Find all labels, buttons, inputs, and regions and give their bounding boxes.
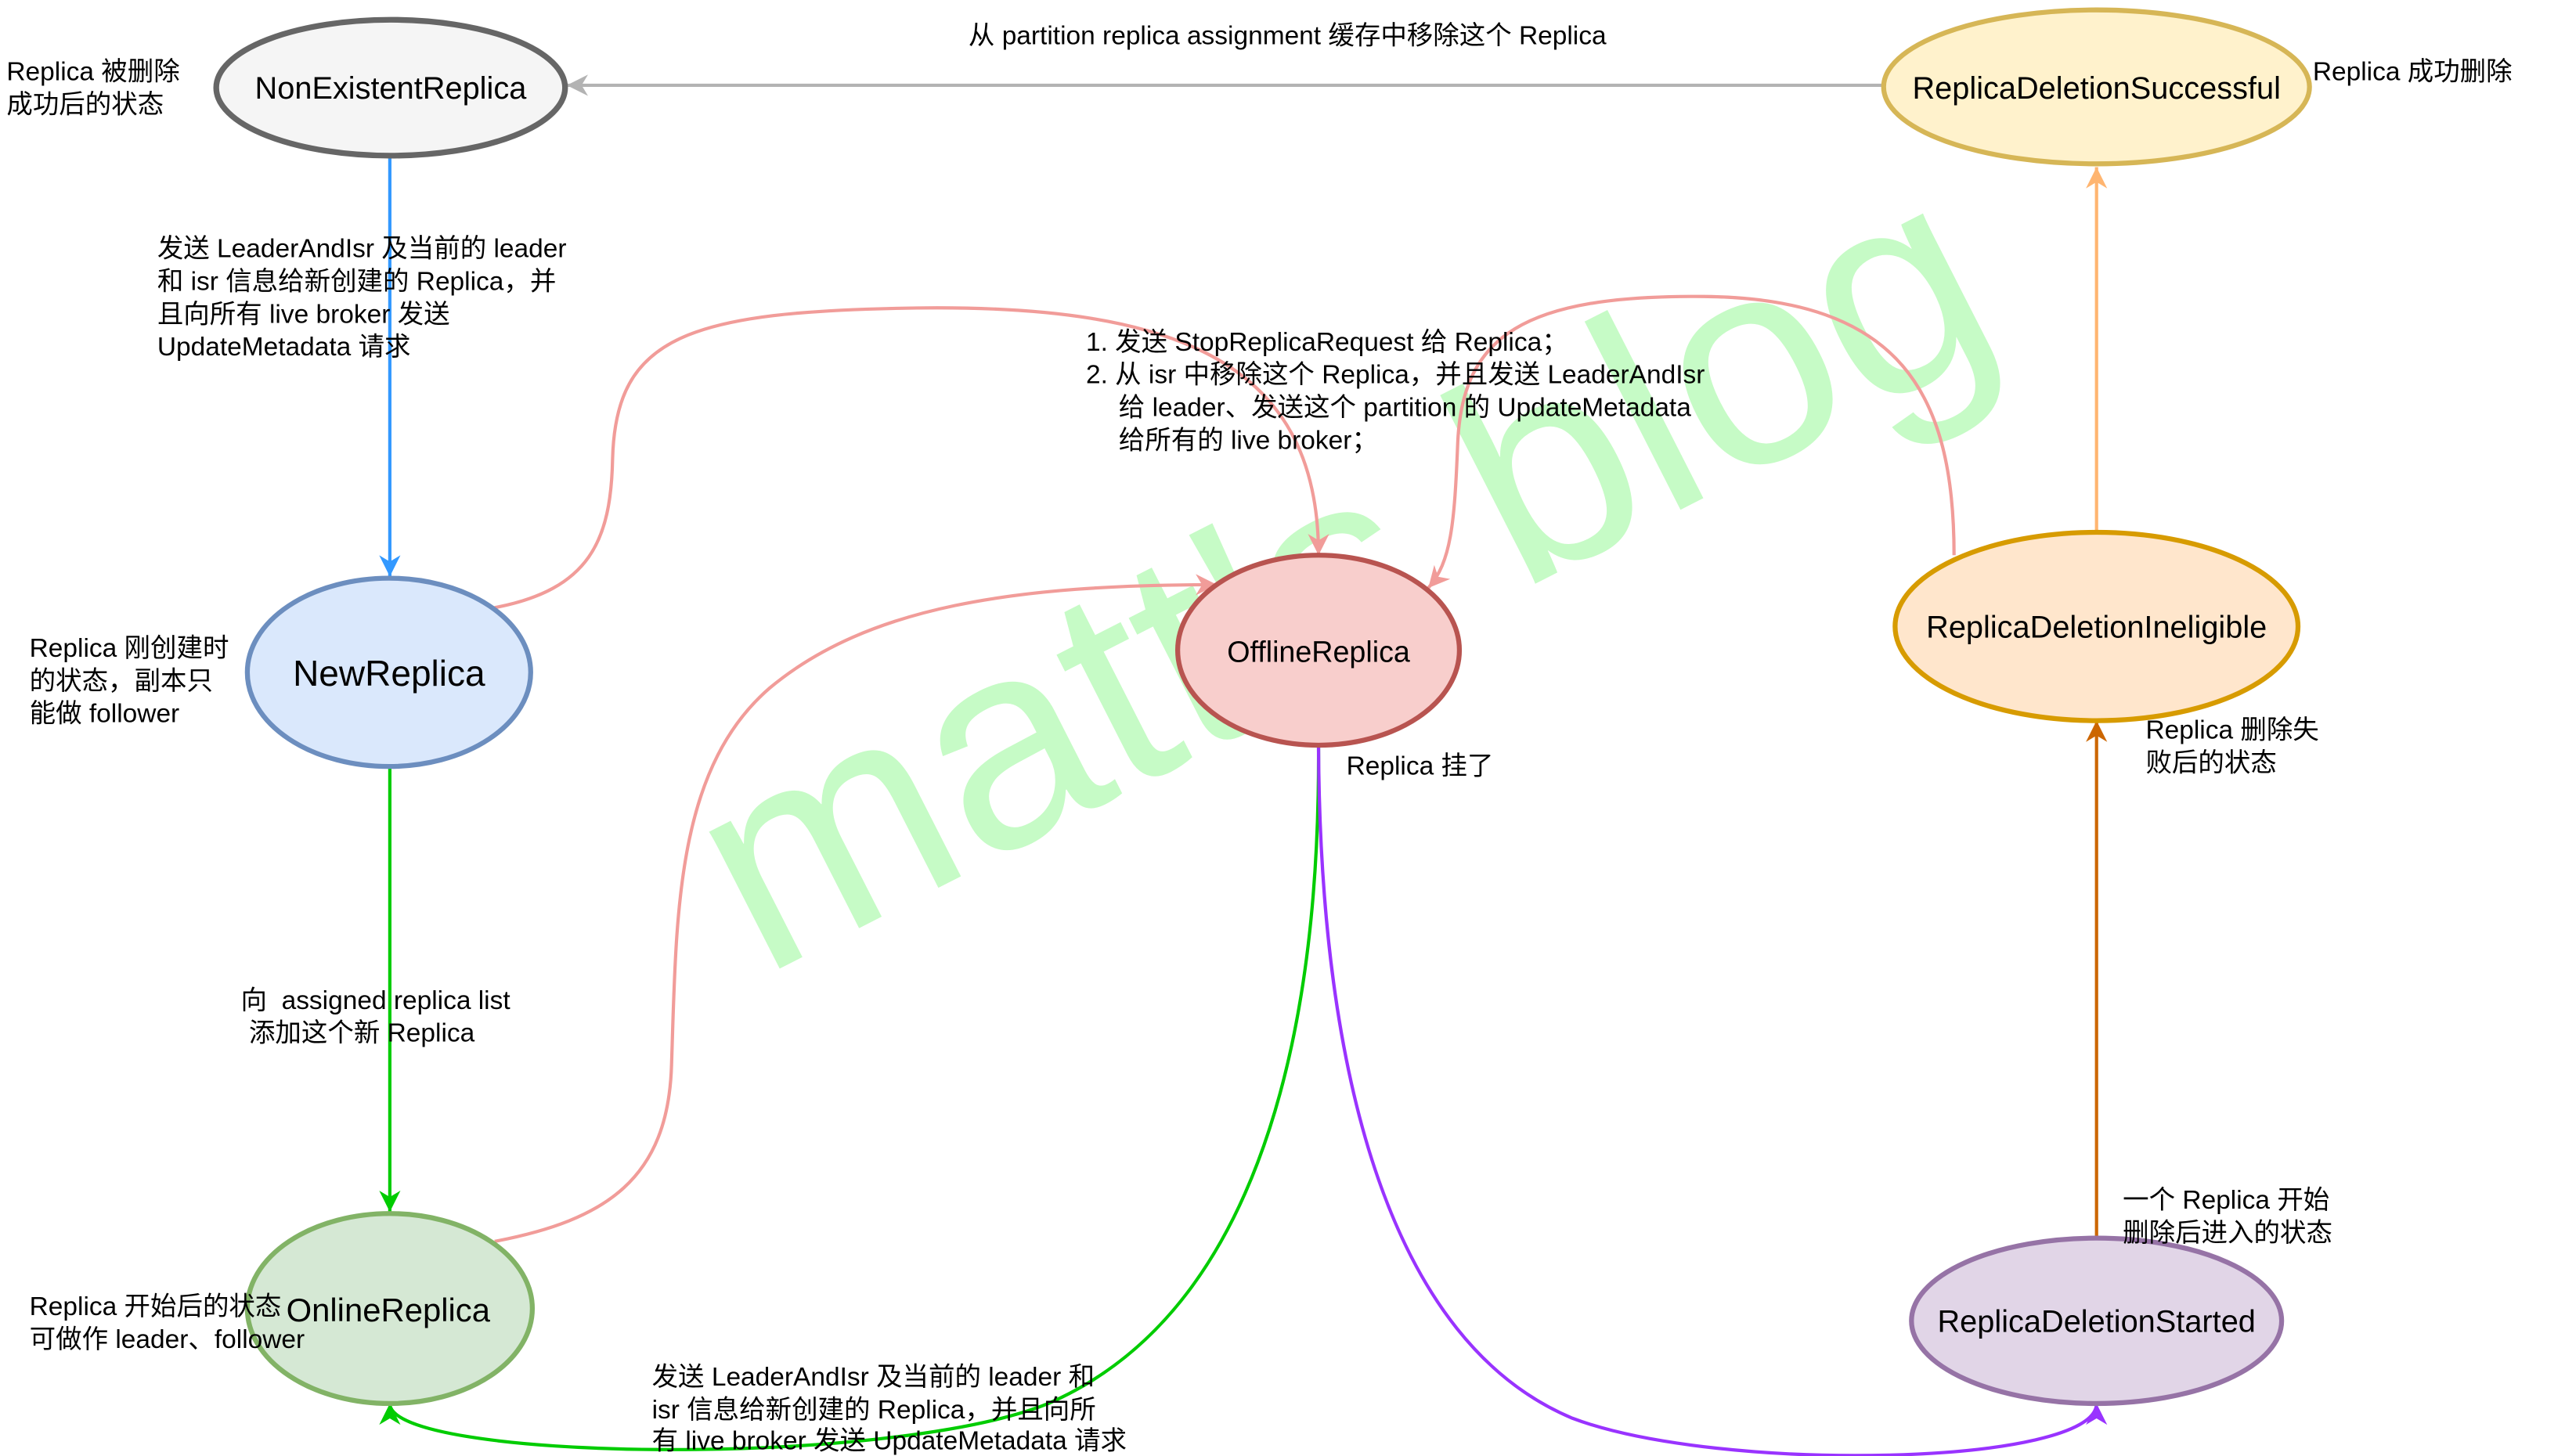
note-new-line: Replica 刚创建时 bbox=[30, 634, 229, 663]
note-to-offline-line: 1. 发送 StopReplicaRequest 给 Replica； bbox=[1086, 328, 1568, 357]
node-nonexistent-replica-shape bbox=[213, 16, 568, 159]
node-offline-replica-label: OfflineReplica bbox=[1227, 636, 1410, 669]
note-nonexistent-line: Replica 被删除 bbox=[6, 58, 179, 87]
edge-deletion-ineligible-to-offline bbox=[1427, 294, 1956, 589]
note-deletion-ineligible-line: Replica 删除失 bbox=[2145, 716, 2318, 745]
note-deletion-ineligible-line: 败后的状态 bbox=[2145, 748, 2276, 777]
note-online-line: Replica 开始后的状态 bbox=[30, 1292, 282, 1321]
node-replica-deletion-ineligible-shape bbox=[1892, 529, 2301, 723]
edge-online-to-offline bbox=[494, 574, 1218, 1243]
node-new-replica-shape bbox=[244, 575, 533, 769]
edge-new-to-offline bbox=[494, 306, 1329, 610]
node-offline-replica-shape bbox=[1174, 553, 1463, 748]
node-replica-deletion-started-shape bbox=[1909, 1235, 2285, 1407]
node-nonexistent-replica-label: NonExistentReplica bbox=[255, 71, 528, 106]
note-online-line: 可做作 leader、follower bbox=[30, 1325, 305, 1354]
node-offline-replica: OfflineReplica bbox=[1174, 553, 1463, 748]
node-replica-deletion-ineligible: ReplicaDeletionIneligible bbox=[1892, 529, 2301, 723]
note-deletion-started-line: 一个 Replica 开始 bbox=[2123, 1186, 2329, 1215]
note-nonexistent-to-new-line: 且向所有 live broker 发送 bbox=[157, 300, 450, 329]
node-replica-deletion-successful-label: ReplicaDeletionSuccessful bbox=[1912, 71, 2280, 106]
note-offline-to-online-line: 发送 LeaderAndIsr 及当前的 leader 和 bbox=[652, 1363, 1095, 1392]
note-to-offline-line: 给 leader、发送这个 partition 的 UpdateMetadata bbox=[1119, 394, 1691, 423]
note-new-to-online-line: 添加这个新 Replica bbox=[249, 1019, 475, 1048]
node-replica-deletion-successful: ReplicaDeletionSuccessful bbox=[1881, 7, 2312, 167]
note-new-line: 的状态，副本只 bbox=[30, 667, 213, 696]
edge-offline-to-online bbox=[379, 747, 1321, 1451]
note-nonexistent-to-new-line: 发送 LeaderAndIsr 及当前的 leader bbox=[157, 235, 567, 264]
note-offline-line: Replica 挂了 bbox=[1347, 752, 1494, 781]
node-new-replica: NewReplica bbox=[244, 575, 533, 769]
node-replica-deletion-started: ReplicaDeletionStarted bbox=[1909, 1235, 2285, 1407]
node-replica-deletion-successful-shape bbox=[1881, 7, 2312, 167]
node-new-replica-label: NewReplica bbox=[293, 653, 485, 694]
note-successful-to-nonexistent-line: 从 partition replica assignment 缓存中移除这个 R… bbox=[969, 22, 1607, 51]
note-nonexistent-line: 成功后的状态 bbox=[6, 91, 164, 120]
note-new-to-online-line: 向 assigned replica list bbox=[241, 986, 511, 1015]
state-notes: Replica 被删除 成功后的状态 Replica 成功删除 Replica … bbox=[6, 58, 2512, 1354]
note-offline-to-online-line: isr 信息给新创建的 Replica，并且向所 bbox=[652, 1396, 1096, 1425]
note-to-offline-line: 给所有的 live broker； bbox=[1119, 426, 1378, 455]
node-nonexistent-replica: NonExistentReplica bbox=[213, 16, 568, 159]
note-deletion-started-line: 删除后进入的状态 bbox=[2123, 1219, 2332, 1248]
note-new-line: 能做 follower bbox=[30, 700, 180, 729]
note-to-offline-line: 2. 从 isr 中移除这个 Replica，并且发送 LeaderAndIsr bbox=[1086, 361, 1705, 390]
edges bbox=[379, 74, 2108, 1456]
note-deletion-successful-line: Replica 成功删除 bbox=[2313, 58, 2513, 87]
edge-offline-to-deletion-started bbox=[1316, 747, 2108, 1456]
note-nonexistent-to-new-line: 和 isr 信息给新创建的 Replica，并 bbox=[157, 267, 557, 296]
note-offline-to-online-line: 有 live broker 发送 UpdateMetadata 请求 bbox=[652, 1427, 1127, 1456]
node-replica-deletion-ineligible-label: ReplicaDeletionIneligible bbox=[1926, 610, 2267, 644]
node-replica-deletion-started-label: ReplicaDeletionStarted bbox=[1937, 1304, 2255, 1339]
transition-notes: 从 partition replica assignment 缓存中移除这个 R… bbox=[157, 22, 1705, 1456]
note-nonexistent-to-new-line: UpdateMetadata 请求 bbox=[157, 333, 411, 362]
node-online-replica: OnlineReplica bbox=[244, 1211, 536, 1407]
node-online-replica-shape bbox=[244, 1211, 536, 1407]
node-online-replica-label: OnlineReplica bbox=[287, 1292, 491, 1328]
